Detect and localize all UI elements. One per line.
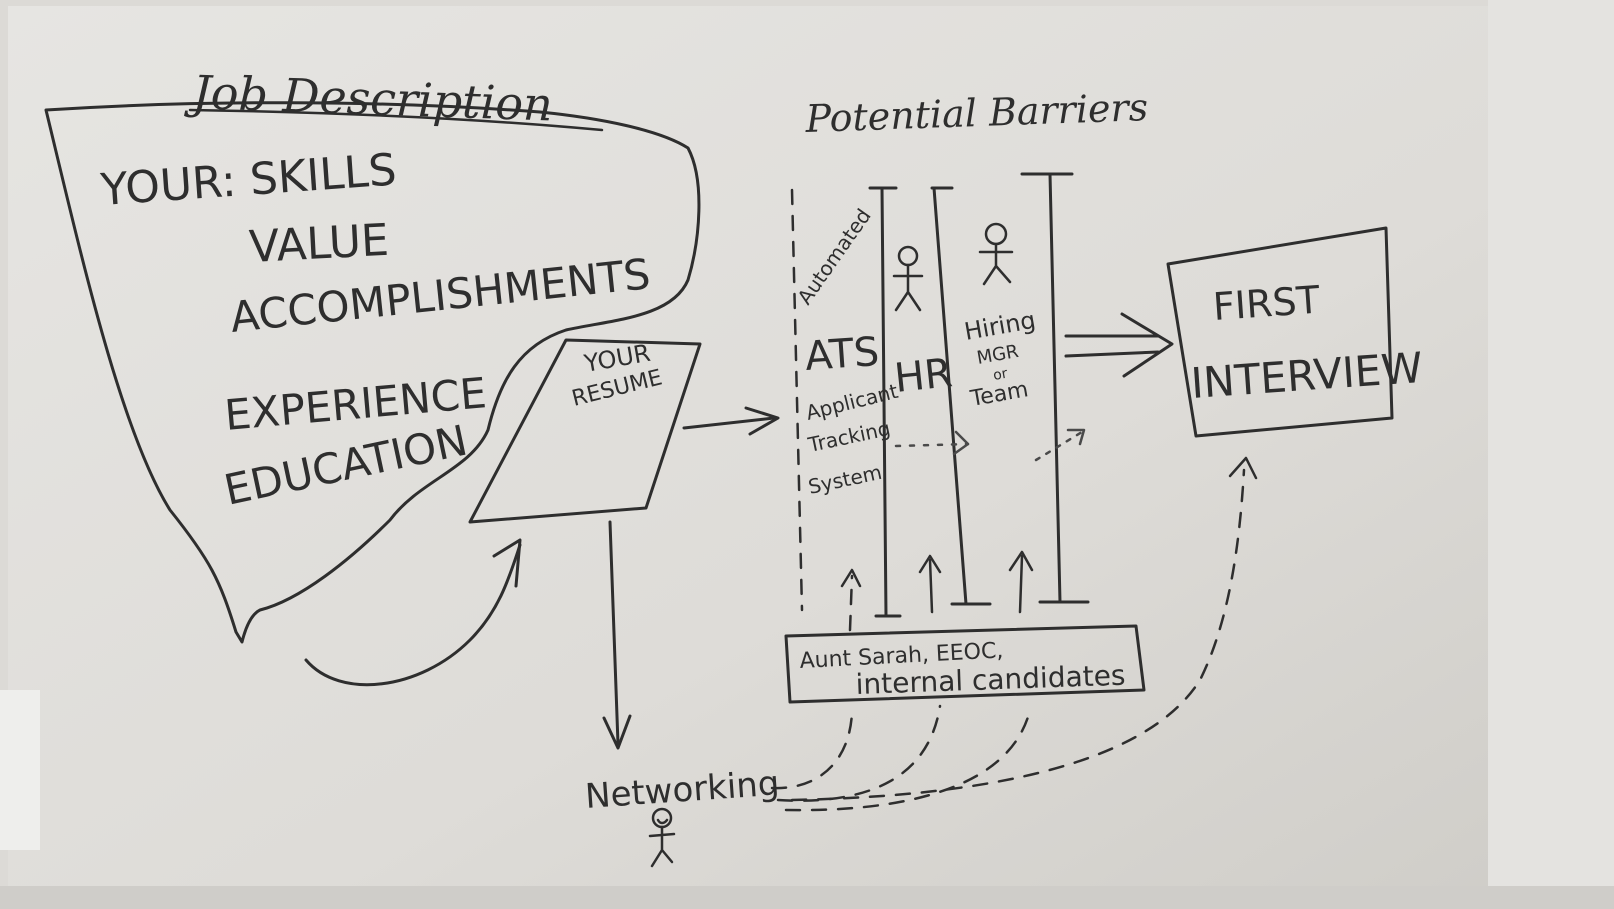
barriers-to-interview-arrowhead [1120, 312, 1174, 378]
jd-to-resume-arrowhead [492, 538, 522, 588]
influence-arrow-hr-head [918, 554, 942, 574]
barriers-to-interview-arrow [1064, 334, 1160, 358]
networking-group: Networking [584, 456, 1258, 868]
jd-to-resume-arrow [304, 543, 522, 687]
influence-arrow-ats-head [840, 568, 862, 588]
hiring-label-line3: or [992, 366, 1009, 384]
hiring-manager-stick-figure-icon [978, 222, 1014, 286]
ats-left-boundary [790, 188, 804, 612]
hr-label: HR [892, 350, 954, 402]
job-description-outline [44, 101, 701, 644]
hr-barrier-bar [930, 186, 992, 606]
pass-through-ats-hr-head [952, 430, 970, 456]
influence-arrow-ats [848, 574, 854, 632]
resume-outline [468, 338, 702, 524]
job-description-value: VALUE [248, 215, 390, 273]
pass-through-ats-hr [894, 442, 970, 448]
networking-smiley-figure-icon [648, 807, 676, 868]
influence-arrow-hiring-head [1008, 550, 1034, 572]
job-description-title-underline [188, 108, 604, 132]
pass-through-hiring-head [1066, 428, 1086, 446]
networking-to-interview-arrowhead [1228, 456, 1258, 480]
resume-group: YOUR RESUME [304, 338, 780, 750]
ats-acronym-label: ATS [803, 329, 880, 380]
hr-stick-figure-icon [892, 245, 924, 312]
resume-to-ats-arrow [682, 416, 776, 430]
wall-right [1488, 0, 1614, 909]
hiring-barrier-bar [1020, 172, 1090, 604]
pass-through-hiring [1034, 430, 1084, 462]
resume-to-ats-arrowhead [744, 406, 780, 436]
board-edge-left [0, 690, 40, 850]
ats-barrier-bar [868, 186, 902, 618]
first-interview-line1: FIRST [1212, 278, 1322, 329]
influence-arrow-hr [928, 558, 934, 614]
board-surface [8, 6, 1488, 886]
first-interview-box [1166, 226, 1394, 438]
resume-to-networking-arrow [608, 520, 620, 746]
networking-to-hiring-path [784, 708, 1032, 812]
board-tray [0, 886, 1614, 909]
influence-arrow-hiring [1018, 554, 1024, 614]
networking-to-hr-path [776, 704, 942, 802]
networking-to-ats-path [770, 710, 854, 790]
resume-to-networking-arrowhead [602, 714, 632, 750]
influencers-box [784, 624, 1146, 704]
